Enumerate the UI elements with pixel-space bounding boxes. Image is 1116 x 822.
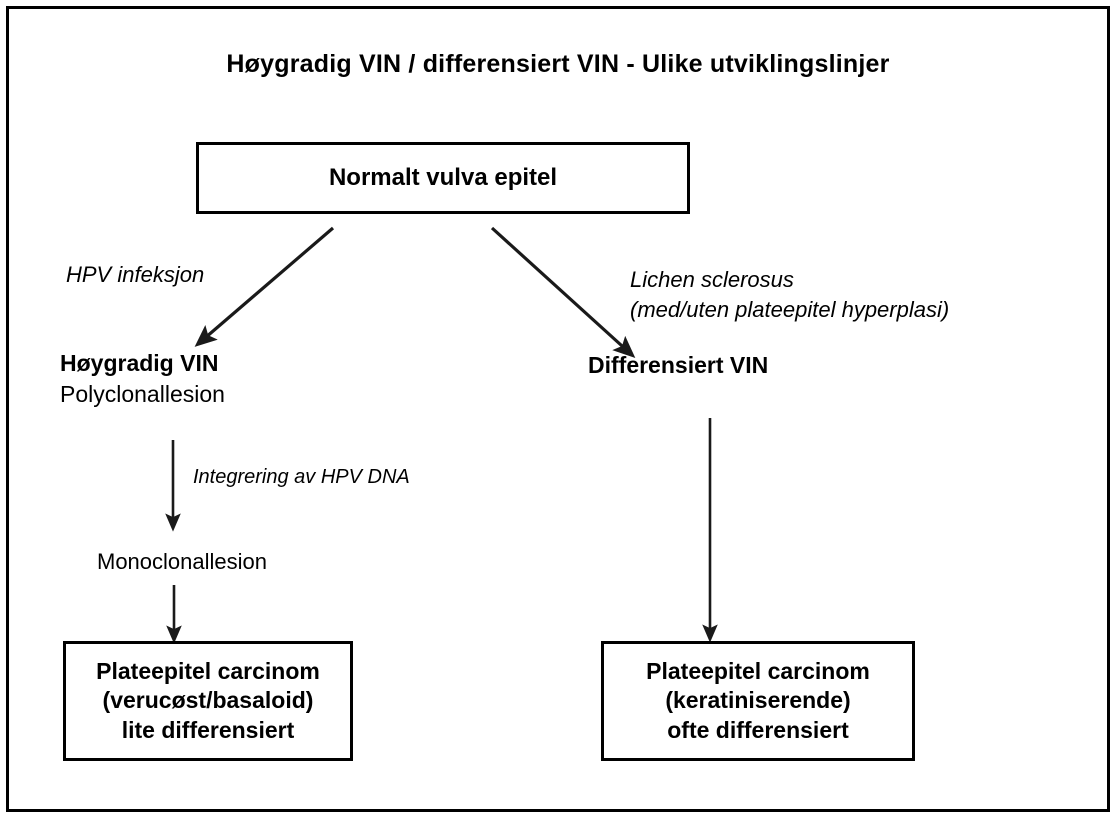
node-carcinoma-left-line2: (verucøst/basaloid) (102, 687, 314, 714)
node-carcinoma-right-line1: Plateepitel carcinom (646, 657, 870, 684)
edge-label-lichen-line1: Lichen sclerosus (630, 267, 794, 292)
node-differentiated-vin: Differensiert VIN (588, 352, 769, 378)
node-carcinoma-right-line2: (keratiniserende) (665, 687, 851, 714)
edge-label-hpv-integration: Integrering av HPV DNA (193, 466, 410, 488)
node-carcinoma-right-line3: ofte differensiert (667, 716, 849, 743)
node-carcinoma-right: Plateepitel carcinom (keratiniserende) o… (601, 641, 915, 761)
node-high-grade-vin: Høygradig VIN Polyclonallesion (60, 348, 225, 410)
diagram-outer-border (6, 6, 1110, 812)
node-carcinoma-left-line3: lite differensiert (121, 716, 295, 743)
edge-label-lichen-line2: (med/uten plateepitel hyperplasi) (630, 297, 950, 323)
node-carcinoma-left: Plateepitel carcinom (verucøst/basaloid)… (63, 641, 353, 761)
node-monoclonal-lesion: Monoclonallesion (97, 549, 267, 574)
node-carcinoma-left-line1: Plateepitel carcinom (96, 657, 320, 684)
node-high-grade-vin-subtitle: Polyclonallesion (60, 381, 225, 408)
page-title: Høygradig VIN / differensiert VIN - Ulik… (226, 50, 890, 78)
edge-label-lichen-sclerosus: Lichen sclerosus (med/uten plateepitel h… (630, 265, 949, 326)
node-normal-epithelium-label: Normalt vulva epitel (328, 164, 558, 191)
node-normal-epithelium: Normalt vulva epitel (196, 142, 690, 214)
node-high-grade-vin-title: Høygradig VIN (60, 350, 219, 376)
edge-label-hpv-infection: HPV infeksjon (66, 262, 205, 287)
